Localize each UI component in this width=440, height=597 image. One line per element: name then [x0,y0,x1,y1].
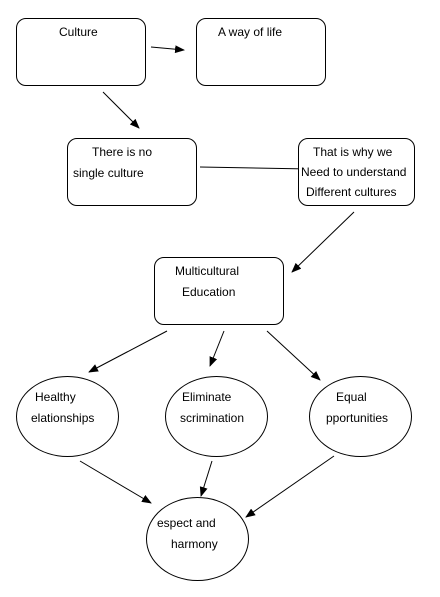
equal-opportunities-label-line-2: pportunities [326,411,389,425]
eliminate-discrimination-label-line-2: scrimination [180,411,245,425]
arrow-multicultural-to-eliminate [209,330,225,367]
multicultural-education-box: Multicultural Education [154,257,284,325]
no-single-culture-label-line-1: There is no [92,145,153,159]
arrow-culture-to-no-single-culture [102,91,140,129]
respect-harmony-label-line-2: harmony [171,537,218,551]
equal-opportunities-label-line-1: Equal [336,390,367,404]
multicultural-education-label-line-1: Multicultural [175,264,240,278]
respect-harmony-label-line-1: espect and [157,516,216,530]
arrow-multicultural-to-equal [266,330,321,381]
no-single-culture-label-line-2: single culture [73,166,144,180]
why-understand-box: That is why we Need to understand Differ… [298,138,415,206]
arrow-equal-to-respect [245,455,335,518]
arrow-healthy-to-respect [79,460,152,504]
arrow-why-understand-to-multicultural [291,211,355,273]
way-of-life-label-line-1: A way of life [218,25,283,39]
arrow-no-single-to-why-understand [199,164,311,173]
culture-label-line-1: Culture [59,25,98,39]
culture-box: Culture [16,18,146,86]
why-understand-label-line-1: That is why we [313,145,393,159]
why-understand-label-line-2: Need to understand [301,165,407,179]
eliminate-discrimination-ellipse: Eliminate scrimination [165,376,268,457]
why-understand-label-line-3: Different cultures [306,185,397,199]
arrow-culture-to-way-of-life [150,45,185,54]
respect-harmony-ellipse: espect and harmony [146,497,249,581]
multicultural-education-label-line-2: Education [182,285,236,299]
healthy-relationships-ellipse: Healthy elationships [16,376,119,457]
way-of-life-box: A way of life [196,18,326,86]
arrow-eliminate-to-respect [199,460,213,497]
healthy-relationships-label-line-1: Healthy [35,390,76,404]
arrow-multicultural-to-healthy [88,330,168,373]
equal-opportunities-ellipse: Equal pportunities [309,376,412,457]
healthy-relationships-label-line-2: elationships [31,411,95,425]
eliminate-discrimination-label-line-1: Eliminate [182,390,232,404]
no-single-culture-box: There is no single culture [67,138,197,206]
